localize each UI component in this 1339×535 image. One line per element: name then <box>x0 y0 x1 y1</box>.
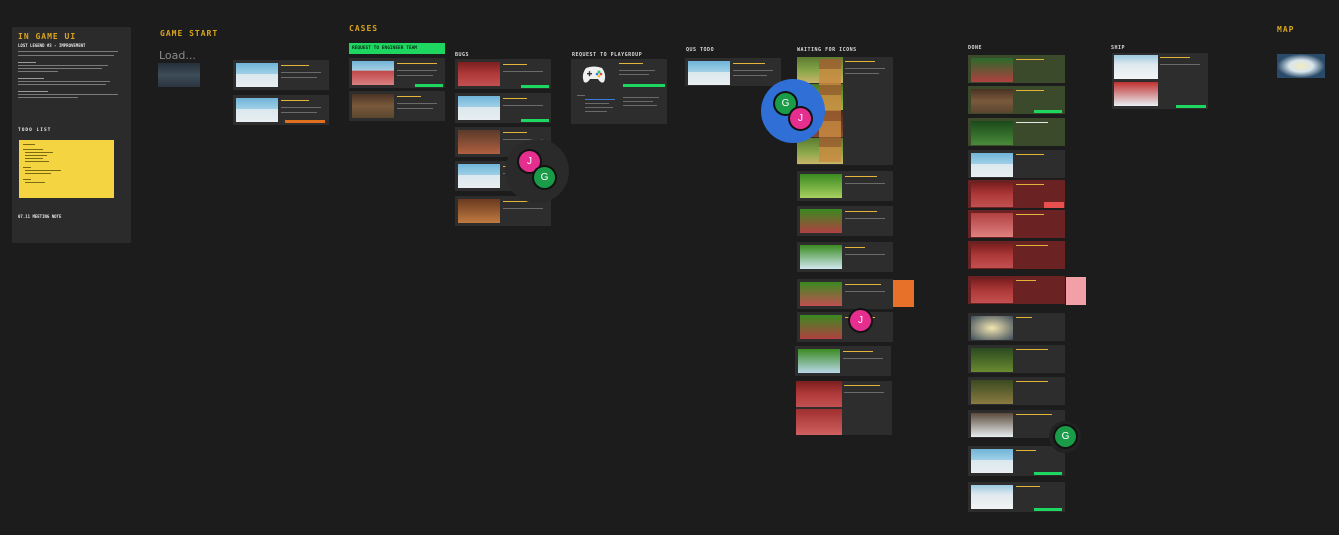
waiting-card-8[interactable] <box>796 381 892 435</box>
map-thumbnail[interactable] <box>1277 54 1325 78</box>
lane-title-qus-todo: QUS TODO <box>686 47 715 53</box>
waiting-card-5[interactable] <box>797 279 893 309</box>
card-thumbnail <box>458 96 500 120</box>
waiting-card-7[interactable] <box>795 346 891 376</box>
map-title: MAP <box>1277 25 1295 34</box>
bug-card-1[interactable] <box>455 59 551 89</box>
game-start-card-2[interactable] <box>233 95 329 125</box>
card-thumbnail <box>798 349 840 373</box>
card-thumbnail <box>800 315 842 339</box>
qus-todo-card[interactable] <box>685 58 781 86</box>
card-thumbnail <box>800 282 842 306</box>
collaborator-avatar-j[interactable]: J <box>850 310 871 331</box>
done-card-10[interactable] <box>968 345 1065 373</box>
todo-list-title: TODO LIST <box>18 128 52 133</box>
card-thumbnail <box>800 174 842 198</box>
waiting-card-3[interactable] <box>797 206 893 236</box>
done-card-6[interactable] <box>968 210 1065 238</box>
in-game-ui-subtitle: LOST LEGEND #3 - IMPROVEMENT <box>18 43 86 48</box>
notes-text-block <box>18 51 126 98</box>
request-engineer-header[interactable]: REQUEST TO ENGINEER TEAM <box>349 43 445 54</box>
meeting-note-label[interactable]: 07.11 MEETING NOTE <box>18 214 62 219</box>
collaborator-avatar-j[interactable]: J <box>790 108 811 129</box>
done-card-5[interactable] <box>968 180 1065 208</box>
in-game-ui-title: IN GAME UI <box>18 32 77 41</box>
gamepad-icon <box>581 65 607 85</box>
lane-title-bugs: BUGS <box>455 52 470 58</box>
card-thumbnail <box>800 245 842 269</box>
todo-sticky-note[interactable] <box>19 140 114 198</box>
waiting-card-2[interactable] <box>797 171 893 201</box>
cases-title: CASES <box>349 24 379 33</box>
waiting-card-4[interactable] <box>797 242 893 272</box>
lane-title-done: DONE <box>968 45 983 51</box>
bug-card-2[interactable] <box>455 93 551 123</box>
collaborator-avatar-g[interactable]: G <box>534 167 555 188</box>
card-thumbnail <box>458 199 500 223</box>
card-thumbnail <box>352 61 394 85</box>
waiting-card-6[interactable] <box>797 312 893 342</box>
loading-text: Load... <box>159 49 196 62</box>
playgroup-card[interactable] <box>571 59 667 124</box>
card-thumbnail <box>688 61 730 85</box>
done-card-4[interactable] <box>968 150 1065 178</box>
done-card-8[interactable] <box>968 276 1065 304</box>
card-thumbnail <box>352 94 394 118</box>
lane-title-ship: SHIP <box>1111 45 1126 51</box>
game-start-thumbnail[interactable] <box>158 63 200 87</box>
card-thumbnail <box>458 164 500 188</box>
in-game-ui-frame[interactable]: IN GAME UI LOST LEGEND #3 - IMPROVEMENT … <box>12 27 131 243</box>
done-card-1[interactable] <box>968 55 1065 83</box>
done-card-11[interactable] <box>968 377 1065 405</box>
done-card-7[interactable] <box>968 241 1065 269</box>
lane-title-waiting-icons: WAITING FOR ICONS <box>797 47 857 53</box>
collaborator-avatar-g[interactable]: G <box>1055 426 1076 447</box>
pink-sticky-note[interactable] <box>1066 277 1086 305</box>
game-start-card-1[interactable] <box>233 60 329 90</box>
done-card-12[interactable] <box>968 410 1065 438</box>
game-start-title: GAME START <box>160 29 219 38</box>
engineer-card-1[interactable] <box>349 58 445 88</box>
card-thumbnail <box>458 130 500 154</box>
done-card-14[interactable] <box>968 482 1065 512</box>
card-thumbnail <box>800 209 842 233</box>
collaborator-avatar-g[interactable]: G <box>775 93 796 114</box>
done-card-3[interactable] <box>968 118 1065 146</box>
done-card-2[interactable] <box>968 86 1065 114</box>
lane-title-playgroup: REQUEST TO PLAYGROUP <box>572 52 643 58</box>
card-thumbnail <box>458 62 500 86</box>
card-thumbnail <box>236 63 278 87</box>
collaborator-avatar-j[interactable]: J <box>519 151 540 172</box>
orange-sticky-note[interactable] <box>893 280 914 307</box>
ship-card[interactable] <box>1112 53 1208 109</box>
card-thumbnail <box>236 98 278 122</box>
done-card-13[interactable] <box>968 446 1065 476</box>
done-card-9[interactable] <box>968 313 1065 341</box>
engineer-card-2[interactable] <box>349 91 445 121</box>
